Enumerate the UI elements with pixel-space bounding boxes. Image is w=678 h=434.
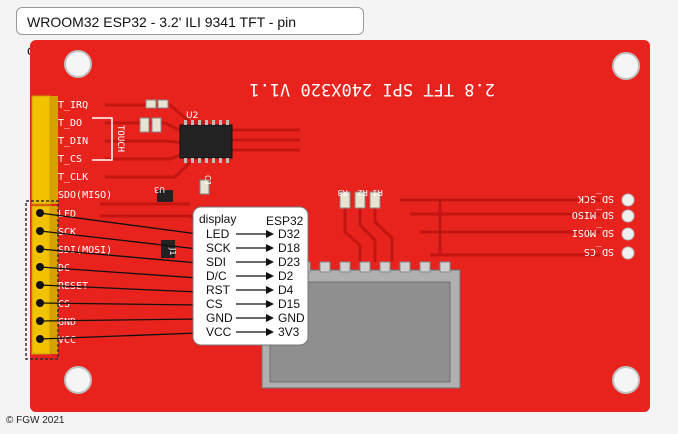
display-pin-cell: CS: [206, 297, 223, 311]
esp32-pin-cell: D32: [278, 227, 300, 241]
pin-label-t-din: T_DIN: [58, 136, 88, 147]
main-header: [25, 200, 59, 360]
mounting-hole-icon: [64, 366, 92, 394]
pin-label-t-do: T_DO: [58, 118, 82, 129]
esp32-pin-cell: 3V3: [278, 325, 300, 339]
mounting-hole-icon: [64, 50, 92, 78]
sd-pad-icon: [621, 209, 635, 223]
table-row: SCK D18: [206, 241, 300, 255]
display-pin-cell: SCK: [206, 241, 231, 255]
table-header-display: display: [199, 212, 236, 226]
touch-header: [31, 95, 58, 205]
esp32-pin-cell: D23: [278, 255, 300, 269]
display-pin-cell: GND: [206, 311, 233, 325]
sd-pad-icon: [621, 193, 635, 207]
touch-bracket: [92, 117, 113, 161]
sd-pad-icon: [621, 246, 635, 260]
pin-dot-icon: [36, 263, 44, 271]
pin-label-sdo-miso: SDO(MISO): [58, 190, 112, 201]
resistor-labels: R3 R2 R1: [337, 188, 383, 197]
table-row: RST D4: [206, 283, 294, 297]
pin-label-t-clk: T_CLK: [58, 172, 88, 183]
connection-wires: [39, 212, 199, 340]
main-header-outline: [25, 200, 59, 360]
sd-pin-labels: SD_SCK SD_MISO SD_MOSI SD_CS: [572, 193, 614, 257]
mounting-hole-icon: [612, 366, 640, 394]
table-row: GND GND: [206, 311, 305, 325]
arrow-head-icon: [266, 300, 274, 308]
pin-label-led: LED: [58, 209, 76, 220]
pin-label-t-cs: T_CS: [58, 154, 82, 165]
pin-label-sdi: SDI(MOSI): [58, 245, 112, 256]
arrow-head-icon: [266, 328, 274, 336]
pin-dot-icon: [36, 317, 44, 325]
arrow-head-icon: [266, 314, 274, 322]
esp32-pin-cell: D4: [278, 283, 294, 297]
arrow-head-icon: [266, 272, 274, 280]
copyright: © FGW 2021: [6, 415, 65, 426]
r3-label: R3: [337, 188, 348, 197]
pin-dot-icon: [36, 281, 44, 289]
pin-dot-icon: [36, 335, 44, 343]
r2-label: R2: [357, 188, 368, 197]
r1-label: R1: [372, 188, 383, 197]
display-pin-cell: RST: [206, 283, 231, 297]
j1-label: J1: [168, 247, 177, 255]
u3-label: U3: [154, 185, 165, 194]
u2-chip: [179, 120, 233, 163]
pin-dots: [36, 209, 44, 343]
display-pin-cell: VCC: [206, 325, 232, 339]
esp32-pin-cell: D2: [278, 269, 294, 283]
sd-label-mosi: SD_MOSI: [572, 227, 614, 238]
display-pin-cell: LED: [206, 227, 230, 241]
pin-label-vcc: VCC: [58, 335, 76, 346]
touch-label: TOUCH: [115, 125, 125, 152]
esp32-pin-cell: D15: [278, 297, 300, 311]
sd-label-sck: SD_SCK: [578, 193, 614, 204]
sd-pads: [621, 193, 635, 260]
sd-label-cs: SD_CS: [584, 246, 614, 257]
sd-label-miso: SD_MISO: [572, 209, 614, 220]
esp32-pin-cell: D18: [278, 241, 300, 255]
mounting-holes: [64, 50, 640, 394]
arrow-head-icon: [266, 286, 274, 294]
pin-dot-icon: [36, 299, 44, 307]
table-row: LED D32: [206, 227, 300, 241]
table-row: D/C D2: [206, 269, 294, 283]
sd-pad-icon: [621, 227, 635, 241]
arrow-head-icon: [266, 258, 274, 266]
table-row: CS D15: [206, 297, 300, 311]
title-box: WROOM32 ESP32 - 3.2' ILI 9341 TFT - pin …: [16, 7, 364, 58]
arrow-head-icon: [266, 230, 274, 238]
pin-label-sck: SCK: [58, 227, 76, 238]
mounting-hole-icon: [612, 52, 640, 80]
touch-pin-labels: T_IRQ T_DO T_DIN T_CS T_CLK SDO(MISO): [58, 100, 112, 201]
small-components: [139, 99, 381, 258]
display-pin-cell: D/C: [206, 269, 227, 283]
c1-label: C1: [203, 175, 212, 186]
display-pin-cell: SDI: [206, 255, 226, 269]
silk-title: 2.8 TFT SPI 240X320 V1.1: [249, 79, 495, 99]
pin-dot-icon: [36, 209, 44, 217]
pin-dot-icon: [36, 227, 44, 235]
u2-label: U2: [186, 111, 198, 121]
table-row: VCC 3V3: [206, 325, 300, 339]
table-row: SDI D23: [206, 255, 300, 269]
pin-dot-icon: [36, 245, 44, 253]
esp32-pin-cell: GND: [278, 311, 305, 325]
arrow-head-icon: [266, 244, 274, 252]
pin-label-t-irq: T_IRQ: [58, 100, 88, 111]
table-header-esp32: ESP32: [266, 214, 304, 228]
pin-label-cs: CS: [58, 299, 70, 310]
pin-label-gnd: GND: [58, 317, 76, 328]
